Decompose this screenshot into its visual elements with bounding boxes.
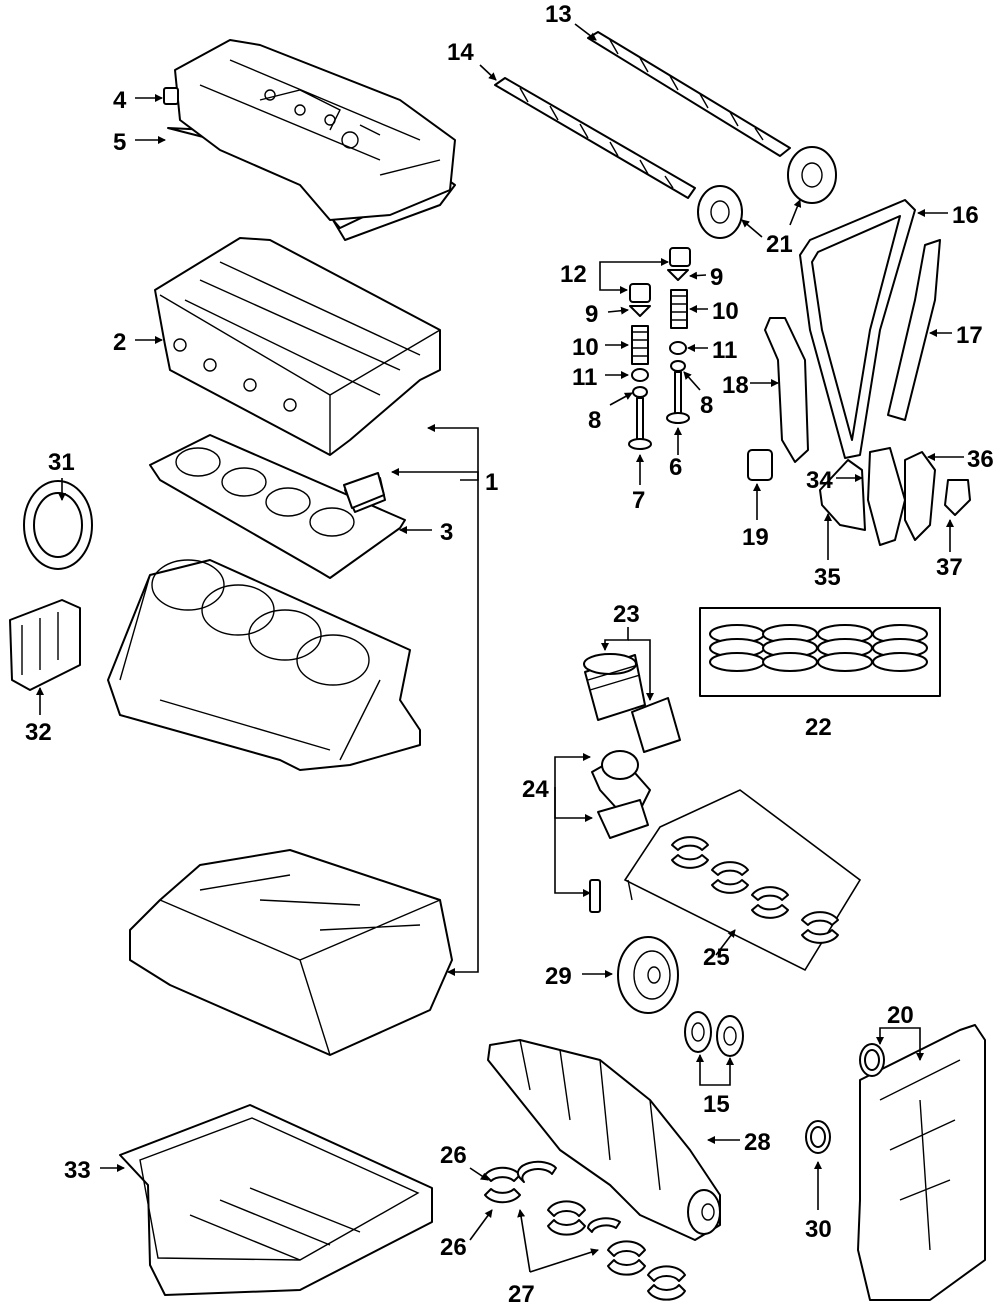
main-bearing-set bbox=[516, 1160, 686, 1301]
valve-seat-left bbox=[632, 386, 648, 398]
intake-camshaft bbox=[494, 77, 696, 199]
valve-seat-right bbox=[670, 360, 686, 372]
callout-18: 18 bbox=[722, 372, 749, 399]
callout-20: 20 bbox=[887, 1002, 914, 1029]
valve-lifter-right bbox=[669, 247, 691, 267]
callout-9b: 9 bbox=[710, 264, 723, 291]
timing-cover-seal bbox=[859, 1043, 885, 1077]
callout-12: 12 bbox=[560, 261, 587, 288]
callout-10b: 10 bbox=[712, 298, 739, 325]
thrust-washer-upper bbox=[484, 1166, 521, 1182]
callout-27: 27 bbox=[508, 1281, 535, 1308]
exhaust-camshaft bbox=[587, 31, 791, 157]
balance-shaft-gear-1 bbox=[684, 1011, 712, 1053]
head-gasket bbox=[149, 434, 406, 579]
callout-11b: 11 bbox=[712, 337, 737, 364]
piston-pin bbox=[631, 697, 681, 753]
callout-1: 1 bbox=[485, 469, 498, 496]
callout-32: 32 bbox=[25, 719, 52, 746]
callout-19: 19 bbox=[742, 524, 769, 551]
cam-sprocket-intake bbox=[697, 185, 743, 239]
callout-15: 15 bbox=[703, 1091, 730, 1118]
valve-keeper-right bbox=[667, 269, 689, 281]
piston bbox=[583, 653, 646, 721]
callout-35: 35 bbox=[814, 564, 841, 591]
exhaust-valve bbox=[666, 371, 690, 424]
valve-keeper-left bbox=[629, 305, 651, 317]
callout-26a: 26 bbox=[440, 1142, 467, 1169]
callout-8b: 8 bbox=[700, 392, 713, 419]
callout-25: 25 bbox=[703, 944, 730, 971]
bearing-cap-1 bbox=[343, 472, 385, 509]
leader-lines bbox=[36, 23, 964, 1273]
callout-7: 7 bbox=[632, 487, 645, 514]
connecting-rod bbox=[589, 750, 651, 913]
callout-13: 13 bbox=[545, 1, 572, 28]
callout-14: 14 bbox=[447, 39, 474, 66]
oil-filler-cap bbox=[163, 87, 179, 105]
valve-lifter-left bbox=[629, 283, 651, 303]
oil-pump-chain bbox=[867, 447, 906, 546]
callout-30: 30 bbox=[805, 1216, 832, 1243]
callout-21: 21 bbox=[766, 231, 793, 258]
callout-3: 3 bbox=[440, 519, 453, 546]
piston-rings-frame bbox=[699, 607, 941, 697]
callout-9a: 9 bbox=[585, 301, 598, 328]
callout-11a: 11 bbox=[572, 364, 597, 391]
thrust-washer-lower bbox=[484, 1188, 521, 1204]
chain-tensioner-arm bbox=[764, 317, 809, 463]
callout-5: 5 bbox=[113, 129, 126, 156]
callout-29: 29 bbox=[545, 963, 572, 990]
callout-6: 6 bbox=[669, 454, 682, 481]
callout-23: 23 bbox=[613, 601, 640, 628]
oil-pump-chain-guide bbox=[904, 451, 936, 541]
seal-carrier bbox=[9, 599, 81, 691]
rear-main-seal bbox=[23, 480, 93, 570]
valve-spring-left bbox=[631, 325, 649, 365]
valve-spring-right bbox=[670, 289, 688, 329]
engine-block bbox=[107, 559, 421, 771]
callout-31: 31 bbox=[48, 449, 75, 476]
piston-ring-set bbox=[709, 624, 928, 672]
timing-chain bbox=[799, 199, 916, 459]
cam-sprocket-exhaust bbox=[787, 146, 837, 204]
balance-shaft-gear-2 bbox=[716, 1015, 744, 1057]
callout-22: 22 bbox=[805, 714, 832, 741]
chain-tensioner bbox=[747, 449, 773, 481]
valve-seal-right bbox=[669, 341, 687, 355]
callout-37: 37 bbox=[936, 554, 963, 581]
callout-26b: 26 bbox=[440, 1234, 467, 1261]
callout-labels: 1 2 3 4 5 6 7 8 8 9 9 10 10 11 11 12 13 … bbox=[25, 1, 994, 1308]
valve-seal-left bbox=[631, 368, 649, 382]
cylinder-head bbox=[154, 237, 441, 456]
timing-cover bbox=[857, 1024, 986, 1301]
callout-34: 34 bbox=[806, 467, 833, 494]
callout-8a: 8 bbox=[588, 407, 601, 434]
front-crank-seal bbox=[805, 1120, 831, 1154]
valve-cover bbox=[174, 39, 456, 221]
callout-28: 28 bbox=[744, 1129, 771, 1156]
callout-2: 2 bbox=[113, 329, 126, 356]
oil-pan bbox=[119, 1104, 433, 1296]
callout-16: 16 bbox=[952, 202, 979, 229]
crankshaft bbox=[487, 1039, 721, 1241]
oil-pump-chain-tensioner bbox=[944, 479, 971, 516]
rod-bearing-set bbox=[671, 836, 839, 944]
callout-10a: 10 bbox=[572, 334, 599, 361]
chain-guide bbox=[887, 239, 941, 421]
callout-33: 33 bbox=[64, 1157, 91, 1184]
callout-17: 17 bbox=[956, 322, 983, 349]
lower-crankcase bbox=[129, 849, 453, 1056]
callout-24: 24 bbox=[522, 776, 549, 803]
callout-36: 36 bbox=[967, 446, 994, 473]
callout-4: 4 bbox=[113, 87, 127, 114]
intake-valve bbox=[628, 397, 652, 450]
crankshaft-pulley bbox=[617, 936, 679, 1014]
